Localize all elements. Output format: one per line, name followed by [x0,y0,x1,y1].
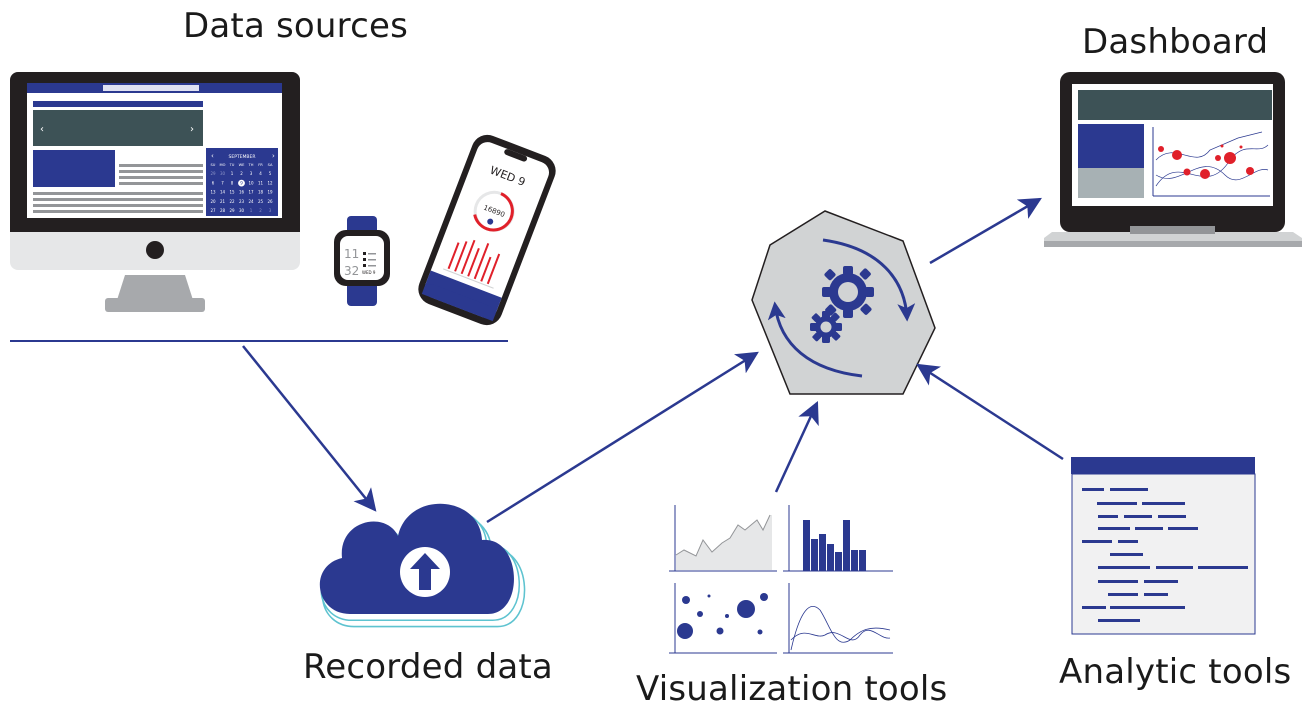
arrow-hub-to-dashboard [929,197,1042,265]
calendar-day[interactable]: 30 [239,208,245,213]
calendar-day[interactable]: 30 [220,171,226,176]
calendar-weekday: FR [258,163,263,167]
calendar-day[interactable]: 4 [259,171,262,176]
calendar-day[interactable]: 22 [229,199,235,204]
calendar-day[interactable]: 20 [210,199,216,204]
upload-arrow-icon [410,553,440,590]
calendar-day[interactable]: 27 [210,208,216,213]
calendar-day[interactable]: 23 [239,199,245,204]
calendar-prev-icon: ‹ [211,152,214,160]
arrow-viz-to-hub [774,400,819,493]
calendar-day[interactable]: 8 [231,180,234,185]
recorded-data-label: Recorded data [303,647,553,687]
cycle-arrow-icon [822,238,916,322]
calendar-selected-day-marker [238,179,245,187]
calendar-day[interactable]: 5 [269,171,272,176]
watch-minute: 32 [344,264,359,278]
calendar-day[interactable]: 3 [269,208,272,213]
calendar-day[interactable]: 25 [258,199,264,204]
processing-hub-icon [751,210,936,395]
cycle-arrow-icon [767,301,863,378]
power-button-icon [146,241,164,259]
small-gear-icon [810,311,842,343]
calendar-day[interactable]: 19 [267,190,273,195]
smartphone-icon: WED 9 16890 [418,134,556,326]
calendar-next-icon: › [272,152,275,160]
calendar-day[interactable]: 17 [248,190,254,195]
calendar-day[interactable]: 12 [267,180,273,185]
arrow-analytics-to-hub [916,363,1064,461]
visualization-charts-icon [669,505,893,654]
chevron-right-icon: › [190,124,194,135]
calendar-day[interactable]: 2 [259,208,262,213]
arrow-cloud-to-hub [486,351,759,524]
smartwatch-icon: 11 32 WED 9 [334,216,390,306]
calendar-day[interactable]: 7 [221,180,224,185]
calendar-day[interactable]: 28 [220,208,226,213]
calendar-weekday: MO [220,163,226,167]
dashboard-label: Dashboard [1082,22,1269,62]
calendar-weekday: TH [248,163,254,167]
calendar-day[interactable]: 10 [248,180,254,185]
calendar-weekday: WE [239,163,246,167]
calendar-day[interactable]: 9 [240,180,243,185]
calendar-month: SEPTEMBER [229,154,256,160]
calendar-day[interactable]: 16 [239,190,245,195]
calendar-day[interactable]: 18 [258,190,264,195]
calendar-day[interactable]: 11 [258,180,264,185]
large-gear-icon [822,266,874,318]
footprint-icon [487,218,494,225]
calendar-day[interactable]: 15 [229,190,235,195]
calendar-weekday: SU [211,163,216,167]
calendar-day[interactable]: 1 [250,208,253,213]
calendar-day[interactable]: 14 [220,190,226,195]
cloud-upload-icon [319,503,526,628]
arrow-sources-to-cloud [242,345,377,512]
analytic-tools-label: Analytic tools [1059,652,1292,692]
calendar-day[interactable]: 21 [220,199,226,204]
calendar-day[interactable]: 24 [248,199,254,204]
calendar-day[interactable]: 6 [212,180,215,185]
data-sources-label: Data sources [183,6,409,46]
calendar-day[interactable]: 3 [250,171,253,176]
laptop-dashboard-icon [1044,72,1302,247]
visualization-tools-label: Visualization tools [636,669,948,709]
calendar-day[interactable]: 29 [210,171,216,176]
analytic-code-window-icon [1071,457,1256,635]
calendar-day[interactable]: 1 [231,171,234,176]
chevron-left-icon: ‹ [40,124,44,135]
watch-hour: 11 [344,247,359,261]
calendar-weekday: TU [229,163,235,167]
calendar-weekday: SA [268,163,273,167]
calendar-day[interactable]: 13 [210,190,216,195]
calendar-day[interactable]: 26 [267,199,273,204]
watch-date: WED 9 [362,270,376,275]
calendar-day[interactable]: 29 [229,208,235,213]
calendar-day[interactable]: 2 [240,171,243,176]
